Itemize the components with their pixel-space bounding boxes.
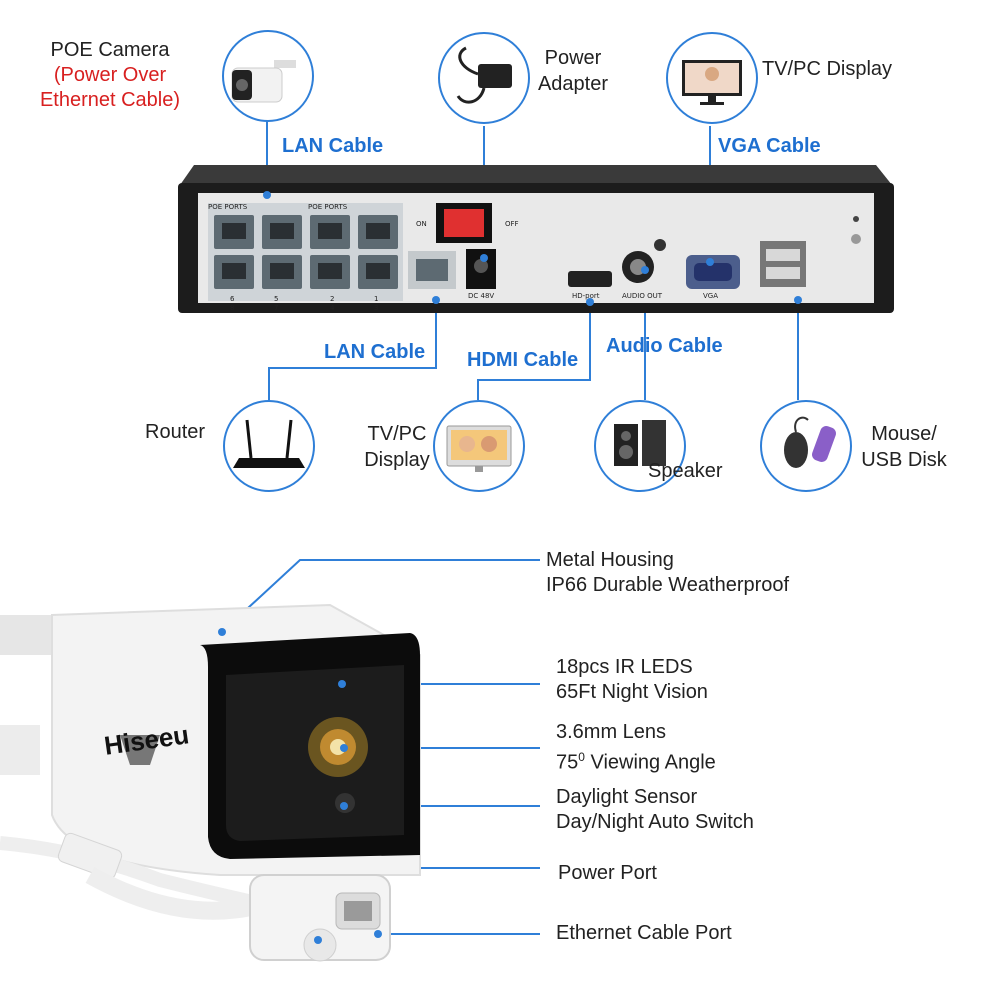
lan-top-dot [263, 191, 271, 199]
lens-dot [340, 744, 348, 752]
housing-line2: IP66 Durable Weatherproof [546, 574, 790, 596]
poe-camera-bubble [222, 30, 314, 122]
router-icon [233, 419, 305, 468]
mouse-usb-icon [784, 416, 836, 468]
housing-dot [218, 628, 226, 636]
housing-line1: Metal Housing [546, 549, 674, 571]
power-adapter-bubble [438, 32, 530, 124]
ir-line1: 18pcs IR LEDS [556, 656, 693, 678]
power-port-dot [314, 936, 322, 944]
vga-cable-label: VGA Cable [718, 135, 821, 157]
mouse-usb-line2: USB Disk [861, 449, 947, 471]
port-number-1: 1 [374, 295, 379, 303]
ethernet-port-label: Ethernet Cable Port [556, 922, 732, 944]
lens-line1: 3.6mm Lens [556, 721, 667, 743]
lens-line2: 750 Viewing Angle [556, 745, 716, 776]
ethernet-port-dot [374, 930, 382, 938]
mouse-usb-bubble [760, 400, 852, 492]
port-number-3: 3 [374, 304, 379, 312]
lan-cable-router-label: LAN Cable [324, 341, 426, 363]
mouse-usb-line1: Mouse/ [871, 423, 937, 445]
tv-pc-display-top-label: TV/PC Display [762, 58, 893, 80]
power-adapter-line2: Adapter [537, 73, 609, 95]
router-label: Router [145, 421, 206, 443]
audio-cable-label: Audio Cable [606, 335, 723, 357]
usb-dot [794, 296, 802, 304]
vga-dot [706, 258, 714, 266]
lens-degree-mark: 0 [578, 750, 585, 764]
switch-on-label: ON [416, 220, 427, 228]
hdmi-dot [586, 298, 594, 306]
lens-angle-text: Viewing Angle [584, 751, 716, 774]
sensor-dot [340, 802, 348, 810]
poe-ports-label-left: POE PORTS [208, 203, 248, 211]
nvr-recorder [178, 165, 894, 313]
lan-router-dot [432, 296, 440, 304]
power-port-label: Power Port [558, 862, 657, 884]
speaker-label: Speaker [648, 460, 723, 482]
ir-dot [338, 680, 346, 688]
speaker-icon [614, 420, 666, 466]
ir-line2: 65Ft Night Vision [556, 681, 708, 703]
port-number-2: 2 [330, 295, 335, 303]
sensor-line1: Daylight Sensor [556, 786, 698, 808]
tv-pc-middle-line2: Display [364, 449, 430, 471]
port-number-7: 7 [274, 304, 279, 312]
poe-camera-sub2: Ethernet Cable) [39, 89, 181, 111]
port-number-8: 8 [230, 304, 235, 312]
computer-icon [446, 425, 512, 472]
poe-camera-title: POE Camera [50, 39, 170, 61]
tv-display-top-bubble [666, 32, 758, 124]
vga-port-label: VGA [703, 292, 719, 300]
port-number-5: 5 [274, 295, 279, 303]
port-number-6: 6 [230, 295, 235, 303]
camera-illustration [0, 603, 421, 962]
monitor-icon [682, 60, 742, 105]
lan-cable-top-label: LAN Cable [282, 135, 384, 157]
camera-icon [231, 60, 296, 103]
power-adapter-line1: Power [544, 47, 602, 69]
hd-port-label: HD-port [572, 292, 600, 300]
audio-dot [641, 266, 649, 274]
tv-display-middle-bubble [433, 400, 525, 492]
power-dot [480, 254, 488, 262]
switch-off-label: OFF [505, 220, 519, 228]
poe-ports-label-right: POE PORTS [308, 203, 348, 211]
hdmi-cable-label: HDMI Cable [467, 349, 579, 371]
tv-pc-middle-line1: TV/PC [367, 423, 427, 445]
router-bubble [223, 400, 315, 492]
port-number-4: 4 [330, 304, 335, 312]
audio-out-label: AUDIO OUT [622, 292, 663, 300]
dc-label: DC 48V [468, 292, 495, 300]
poe-camera-sub1: (Power Over [53, 64, 167, 86]
speaker-bubble [594, 400, 686, 492]
sensor-line2: Day/Night Auto Switch [556, 811, 754, 833]
lens-angle-value: 75 [556, 751, 579, 774]
power-adapter-icon [456, 46, 512, 104]
